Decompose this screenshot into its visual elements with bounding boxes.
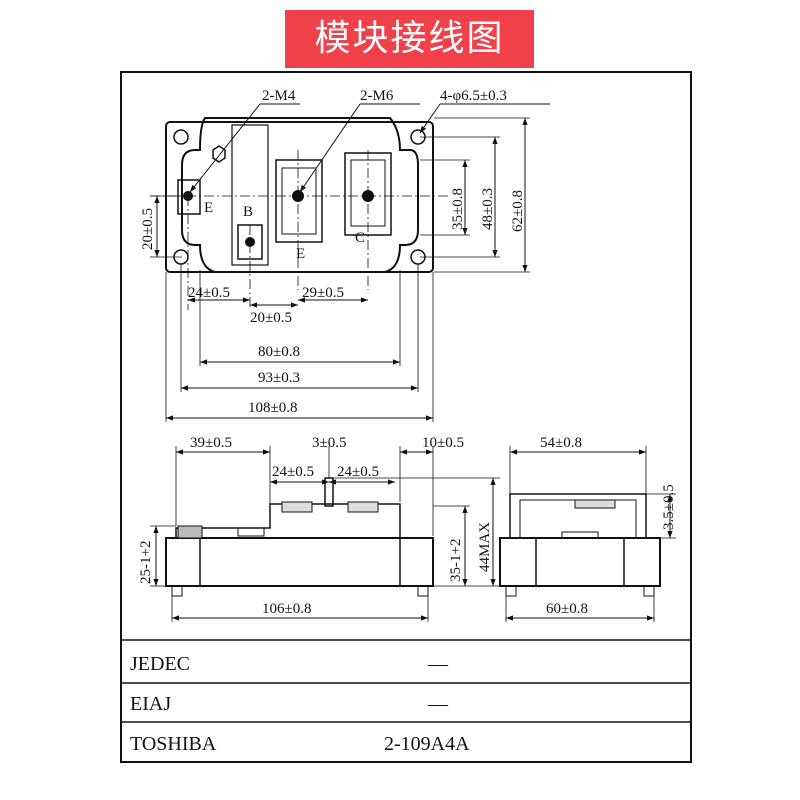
dim-d35: 35-1+2	[448, 539, 464, 582]
hex-nut-icon	[212, 145, 226, 163]
callout-holes: 4-φ6.5±0.3	[440, 88, 507, 104]
dim-e35: 3.5±0.5	[661, 484, 677, 530]
dim-e54: 54±0.8	[540, 435, 582, 451]
table-row-2-label: EIAJ	[130, 693, 171, 715]
dim-w80: 80±0.8	[258, 344, 300, 360]
dim-w24: 24±0.5	[188, 285, 230, 301]
dim-v62: 62±0.8	[510, 190, 526, 232]
dim-w93: 93±0.3	[258, 370, 300, 386]
dim-d24b: 24±0.5	[337, 464, 379, 480]
dim-v48: 48±0.3	[480, 188, 496, 230]
mount-hole	[173, 129, 189, 145]
terminal-c-label: C	[355, 230, 365, 246]
dim-w108: 108±0.8	[248, 400, 297, 416]
callout-m6: 2-M6	[360, 88, 394, 104]
table-row-3-label: TOSHIBA	[130, 733, 217, 755]
dim-w20: 20±0.5	[250, 310, 292, 326]
case-outline	[181, 117, 419, 273]
top-view: E B E C 2-M4 2-M6 4-φ6.5±0.3 20±0.5 35±0…	[140, 88, 550, 422]
dim-d106: 106±0.8	[262, 601, 311, 617]
dim-v35: 35±0.8	[450, 188, 466, 230]
end-view: 54±0.8 3.5±0.5 60±0.8	[499, 435, 677, 622]
dim-d10: 10±0.5	[422, 435, 464, 451]
dim-w29: 29±0.5	[302, 285, 344, 301]
terminal-e2	[275, 159, 323, 243]
page-title: 模块接线图	[285, 10, 534, 68]
dim-d3: 3±0.5	[312, 435, 346, 451]
dim-d24a: 24±0.5	[272, 464, 314, 480]
drawing-frame	[120, 71, 692, 763]
terminal-e2-label: E	[296, 246, 305, 262]
terminal-b-label: B	[243, 204, 253, 220]
package-table: JEDEC — EIAJ — TOSHIBA 2-109A4A	[121, 639, 691, 755]
callout-m4: 2-M4	[262, 88, 296, 104]
table-row-3-value: 2-109A4A	[384, 733, 470, 755]
table-row-1-value: —	[427, 653, 449, 675]
dim-e60: 60±0.8	[546, 601, 588, 617]
dim-d44: 44MAX	[477, 522, 493, 572]
table-row-2-value: —	[427, 693, 449, 715]
terminal-e1	[177, 179, 201, 215]
dim-d25: 25-1+2	[138, 541, 154, 584]
dim-h20: 20±0.5	[140, 208, 156, 250]
side-view: 39±0.5 3±0.5 10±0.5 24±0.5 24±0.5 25-1+2…	[138, 435, 500, 622]
terminal-e1-label: E	[204, 200, 213, 216]
table-row-1-label: JEDEC	[130, 653, 190, 675]
dim-d39: 39±0.5	[190, 435, 232, 451]
